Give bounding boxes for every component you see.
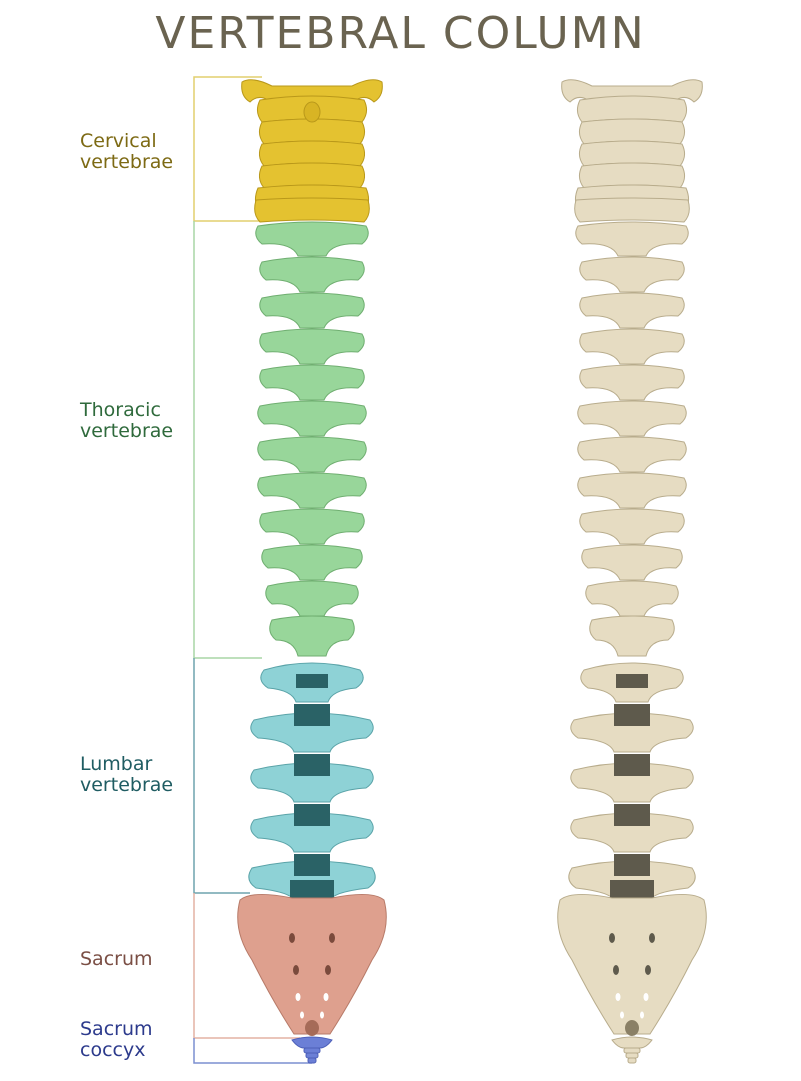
thoracic-vertebrae [255, 221, 369, 657]
lumbar-vertebrae [248, 662, 376, 901]
atlas-vertebra [561, 79, 703, 103]
sacrum [237, 894, 387, 1036]
label-line: Sacrum [80, 948, 153, 970]
coccyx [291, 1036, 333, 1064]
sacrum [557, 894, 707, 1036]
cervical-vertebrae [574, 95, 690, 223]
label-line: vertebrae [80, 151, 174, 173]
lumbar-vertebrae [568, 662, 696, 901]
natural-spine [557, 79, 707, 1064]
atlas-vertebra [241, 79, 383, 103]
label-cervical-vertebrae: Cervical vertebrae [80, 131, 173, 173]
label-line: coccyx [80, 1039, 146, 1061]
thoracic-vertebrae [575, 221, 689, 657]
label-sacrum: Sacrum [80, 949, 153, 970]
region-brackets [193, 76, 312, 1064]
label-lumbar-vertebrae: Lumbar vertebrae [80, 754, 173, 796]
label-line: Thoracic [80, 399, 161, 421]
label-thoracic-vertebrae: Thoracic vertebrae [80, 400, 173, 442]
page-title: VERTEBRAL COLUMN [155, 8, 646, 59]
label-line: Cervical [80, 130, 157, 152]
bracket-coccyx [193, 1038, 312, 1064]
label-line: Lumbar [80, 753, 153, 775]
label-coccyx: Sacrum coccyx [80, 1019, 153, 1061]
label-line: vertebrae [80, 774, 174, 796]
bracket-lumbar [193, 658, 250, 894]
label-line: vertebrae [80, 420, 174, 442]
cervical-vertebrae [254, 95, 370, 223]
bracket-cervical [193, 76, 262, 222]
coccyx [611, 1036, 653, 1064]
colored-spine [237, 79, 387, 1064]
label-line: Sacrum [80, 1018, 153, 1040]
bracket-thoracic [193, 221, 262, 659]
